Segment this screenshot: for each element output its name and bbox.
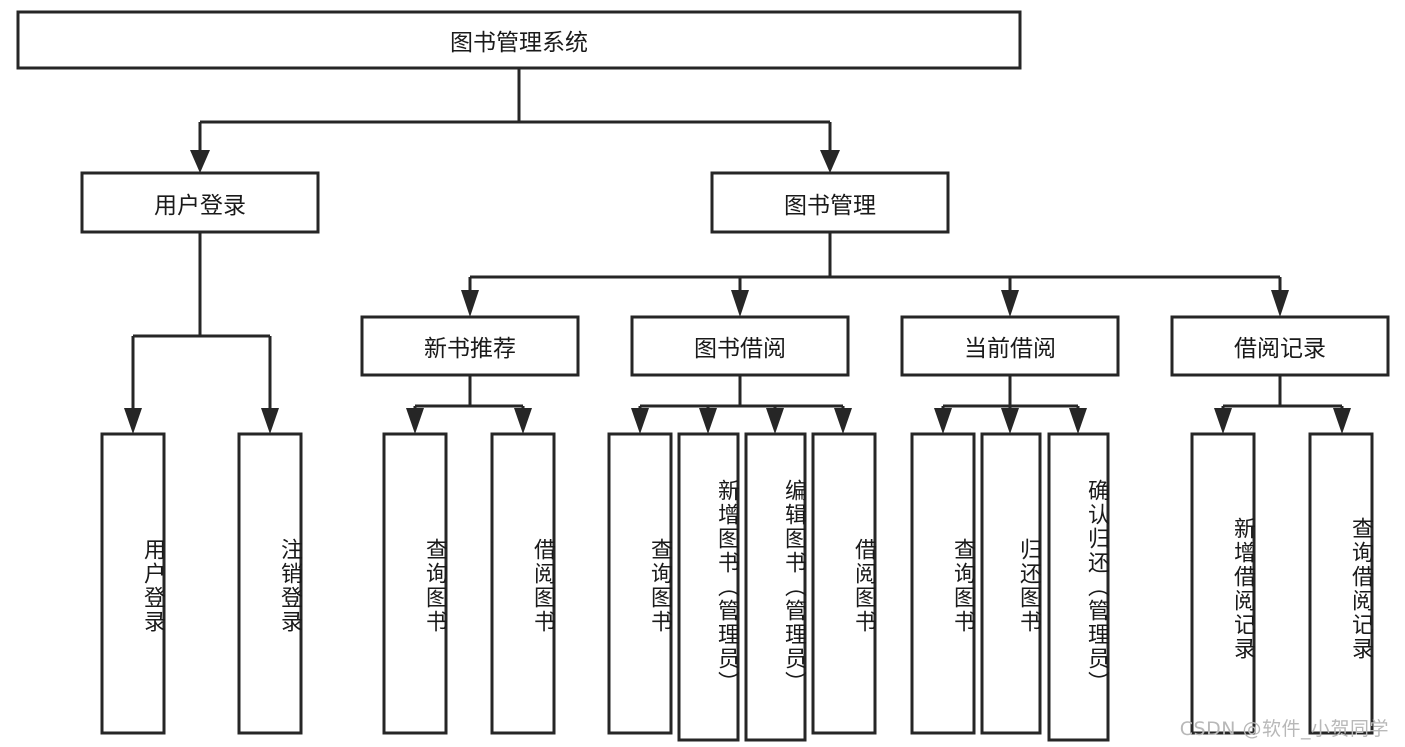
arrow-userlogin-leaf-1: [124, 408, 142, 434]
node-box-root[interactable]: [16, 10, 1022, 70]
connector-group-userlogin: [124, 232, 279, 434]
arrow-records-leaf-2: [1333, 408, 1351, 434]
node-box-leaf-query-book-1[interactable]: [382, 432, 448, 735]
arrow-userlogin-leaf-2: [261, 408, 279, 434]
node-box-leaf-borrow-book-2[interactable]: [811, 432, 877, 735]
arrow-bookmgmt-borrow: [731, 290, 749, 317]
node-box-leaf-user-login[interactable]: [100, 432, 166, 735]
arrow-bookmgmt-newbook: [461, 290, 479, 317]
node-box-user-login[interactable]: [80, 171, 320, 234]
arrow-current-leaf-3: [1069, 408, 1087, 434]
arrow-borrow-leaf-2: [699, 408, 717, 434]
node-box-leaf-add-borrow-record[interactable]: [1190, 432, 1256, 735]
node-box-leaf-query-book-3[interactable]: [910, 432, 976, 735]
node-box-leaf-add-book-admin[interactable]: [677, 432, 740, 742]
arrow-borrow-leaf-1: [631, 408, 649, 434]
connector-group-borrow: [631, 375, 852, 434]
node-box-book-management[interactable]: [710, 171, 950, 234]
csdn-watermark: CSDN @软件_小贺同学: [1179, 718, 1389, 740]
arrow-root-to-userlogin: [190, 150, 210, 173]
arrow-current-leaf-1: [934, 408, 952, 434]
arrow-records-leaf-1: [1214, 408, 1232, 434]
connector-group-root: [190, 68, 840, 173]
arrow-current-leaf-2: [1001, 408, 1019, 434]
arrow-bookmgmt-records: [1271, 290, 1289, 317]
arrow-borrow-leaf-4: [834, 408, 852, 434]
node-box-leaf-query-book-2[interactable]: [607, 432, 673, 735]
arrow-bookmgmt-current: [1001, 290, 1019, 317]
arrow-newbook-leaf-2: [514, 408, 532, 434]
connector-group-newbook: [406, 375, 532, 434]
node-box-leaf-query-borrow-record[interactable]: [1308, 432, 1374, 735]
node-box-leaf-logout[interactable]: [237, 432, 303, 735]
node-box-leaf-borrow-book-1[interactable]: [490, 432, 556, 735]
connector-group-bookmgmt: [461, 232, 1289, 317]
connector-group-records: [1214, 375, 1351, 434]
node-box-leaf-return-book[interactable]: [980, 432, 1042, 735]
arrow-borrow-leaf-3: [766, 408, 784, 434]
arrow-newbook-leaf-1: [406, 408, 424, 434]
connector-group-current: [934, 375, 1087, 434]
node-box-leaf-confirm-return-admin[interactable]: [1047, 432, 1110, 742]
node-box-leaf-edit-book-admin[interactable]: [744, 432, 807, 742]
node-box-current-borrow[interactable]: [900, 315, 1120, 377]
node-box-book-borrow[interactable]: [630, 315, 850, 377]
arrow-root-to-bookmgmt: [820, 150, 840, 173]
node-box-borrow-records[interactable]: [1170, 315, 1390, 377]
node-box-new-book-recommend[interactable]: [360, 315, 580, 377]
